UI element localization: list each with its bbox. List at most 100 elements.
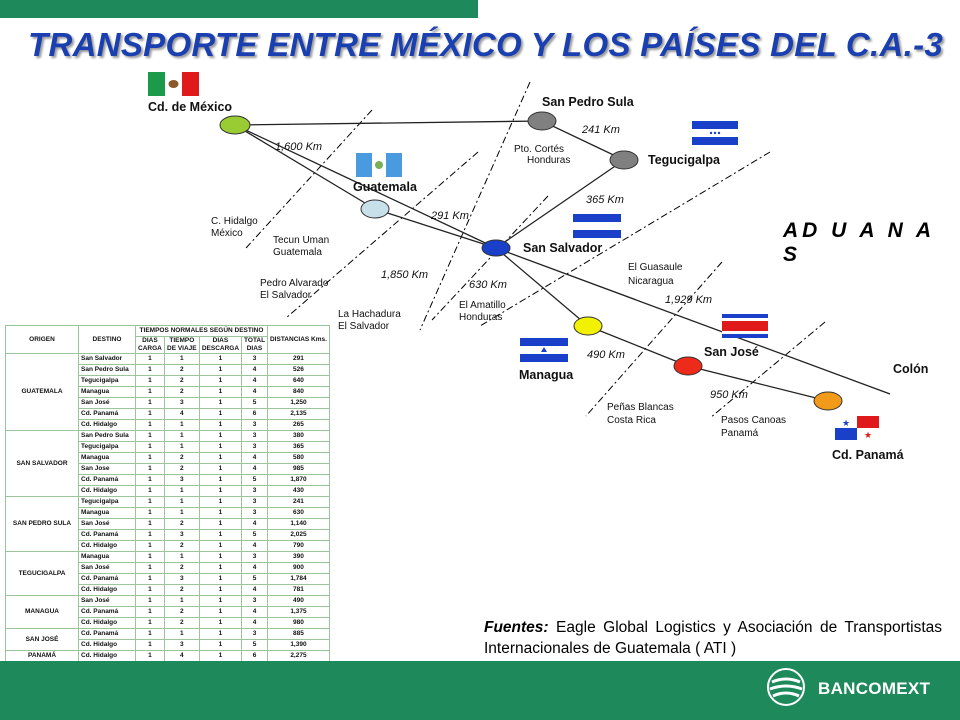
- value-cell: 1: [135, 617, 165, 629]
- value-cell: 790: [266, 540, 330, 552]
- value-cell: 4: [241, 364, 268, 376]
- node-tegucigalpa: [609, 150, 639, 170]
- value-cell: 2: [163, 617, 200, 629]
- page-title: TRANSPORTE ENTRE MÉXICO Y LOS PAÍSES DEL…: [28, 26, 944, 63]
- value-cell: 885: [266, 628, 330, 640]
- value-cell: 1: [198, 364, 243, 376]
- value-cell: 390: [266, 551, 330, 563]
- destination-cell: San Pedro Sula: [78, 364, 136, 376]
- value-cell: 1: [163, 353, 200, 365]
- value-cell: 1: [198, 595, 243, 607]
- value-cell: 1: [135, 463, 165, 475]
- value-cell: 1: [135, 496, 165, 508]
- destination-cell: Cd. Hidalgo: [78, 639, 136, 651]
- sources-note: Fuentes: Eagle Global Logistics y Asocia…: [484, 617, 942, 659]
- destination-cell: San Pedro Sula: [78, 430, 136, 442]
- destination-cell: Managua: [78, 386, 136, 398]
- value-cell: 1: [135, 540, 165, 552]
- label-managua: Managua: [519, 368, 574, 382]
- value-cell: 265: [266, 419, 330, 431]
- value-cell: 1: [135, 419, 165, 431]
- value-cell: 3: [163, 474, 200, 486]
- label-san-salvador: San Salvador: [523, 241, 602, 255]
- customs-line-penas: [585, 261, 723, 417]
- label-san-pedro-sula: San Pedro Sula: [542, 95, 635, 109]
- value-cell: 1,250: [266, 397, 330, 409]
- node-guatemala: [360, 199, 390, 219]
- destination-cell: Managua: [78, 507, 136, 519]
- route-ss-teg: [495, 159, 625, 249]
- value-cell: 1: [198, 397, 243, 409]
- route-sps-teg: [541, 120, 625, 161]
- value-cell: 1: [135, 518, 165, 530]
- sources-text: Eagle Global Logistics y Asociación de T…: [484, 619, 942, 657]
- route-gua-ss: [374, 208, 497, 249]
- destination-cell: Cd. Panamá: [78, 573, 136, 585]
- honduras-flag-icon: [692, 121, 738, 145]
- destination-cell: Tegucigalpa: [78, 441, 136, 453]
- distance-sj-pan: 950 Km: [710, 389, 748, 401]
- label-tegucigalpa: Tegucigalpa: [648, 153, 721, 167]
- header-origen: ORIGEN: [5, 325, 79, 354]
- value-cell: 1: [135, 606, 165, 618]
- customs-cortes-2: Honduras: [527, 155, 570, 166]
- value-cell: 1: [198, 496, 243, 508]
- customs-line-canoas: [709, 321, 826, 419]
- value-cell: 2: [163, 452, 200, 464]
- value-cell: 1: [163, 441, 200, 453]
- origin-cell: SAN SALVADOR: [5, 430, 79, 497]
- value-cell: 1: [135, 584, 165, 596]
- distance-man-sj: 490 Km: [587, 349, 625, 361]
- header-total-dias: TOTAL DIAS: [241, 336, 268, 354]
- value-cell: 1: [198, 540, 243, 552]
- value-cell: 3: [241, 595, 268, 607]
- label-mexico: Cd. de México: [148, 100, 232, 114]
- value-cell: 490: [266, 595, 330, 607]
- distance-ss-colon: 1,929 Km: [665, 294, 712, 306]
- value-cell: 1,870: [266, 474, 330, 486]
- value-cell: 2,275: [266, 650, 330, 662]
- value-cell: 1: [135, 507, 165, 519]
- route-ss-colon: [495, 247, 891, 395]
- distance-mex-ss: 1,850 Km: [381, 269, 428, 281]
- value-cell: 2: [163, 375, 200, 387]
- origin-cell: PANAMÁ: [5, 650, 79, 662]
- value-cell: 1,140: [266, 518, 330, 530]
- value-cell: 1: [135, 353, 165, 365]
- value-cell: 2: [163, 463, 200, 475]
- distance-gua-ss: 291 Km: [430, 210, 469, 222]
- distance-mex-sps: 1,600 Km: [275, 141, 322, 153]
- customs-line-amatillo: [431, 195, 549, 321]
- svg-text:★: ★: [842, 419, 850, 429]
- customs-tecun-1: Tecun Uman: [273, 235, 329, 246]
- value-cell: 3: [241, 430, 268, 442]
- value-cell: 365: [266, 441, 330, 453]
- value-cell: 1: [198, 529, 243, 541]
- customs-line-hidalgo: [245, 109, 373, 249]
- value-cell: 526: [266, 364, 330, 376]
- value-cell: 4: [241, 606, 268, 618]
- node-panama: [813, 391, 843, 411]
- value-cell: 1: [163, 485, 200, 497]
- value-cell: 2: [163, 364, 200, 376]
- value-cell: 4: [241, 584, 268, 596]
- value-cell: 241: [266, 496, 330, 508]
- value-cell: 1: [198, 507, 243, 519]
- value-cell: 1: [198, 485, 243, 497]
- header-tiempo-viaje: TIEMPO DE VIAJE: [163, 336, 200, 354]
- header-tiempos: TIEMPOS NORMALES SEGÚN DESTINO: [135, 325, 268, 337]
- value-cell: 1: [135, 529, 165, 541]
- value-cell: 1: [135, 430, 165, 442]
- value-cell: 1: [135, 386, 165, 398]
- value-cell: 1,375: [266, 606, 330, 618]
- destination-cell: San José: [78, 562, 136, 574]
- node-san-jose: [673, 356, 703, 376]
- value-cell: 1: [198, 408, 243, 420]
